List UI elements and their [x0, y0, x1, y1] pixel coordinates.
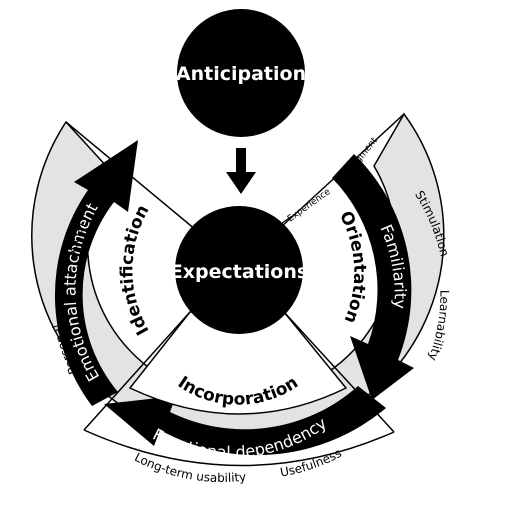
functional-dependency-arrow — [104, 386, 386, 456]
emotional-attachment-arrow — [54, 140, 138, 406]
experience-judgment-flow — [277, 170, 351, 227]
anticipation-node — [177, 9, 305, 137]
familiarity-arrow — [332, 154, 414, 400]
expectations-node — [175, 206, 303, 334]
expectations-label: Expectations — [170, 261, 308, 283]
incorporation-region — [128, 311, 348, 415]
anticipation-label: Anticipation — [176, 63, 306, 85]
svg-text:Identification: Identification — [117, 202, 153, 339]
svg-text:Experience: Experience — [286, 187, 333, 225]
experience-label: Experience — [286, 187, 333, 225]
anticipation-to-expectations-arrow — [226, 148, 256, 194]
identification-label: Identification — [117, 202, 153, 339]
